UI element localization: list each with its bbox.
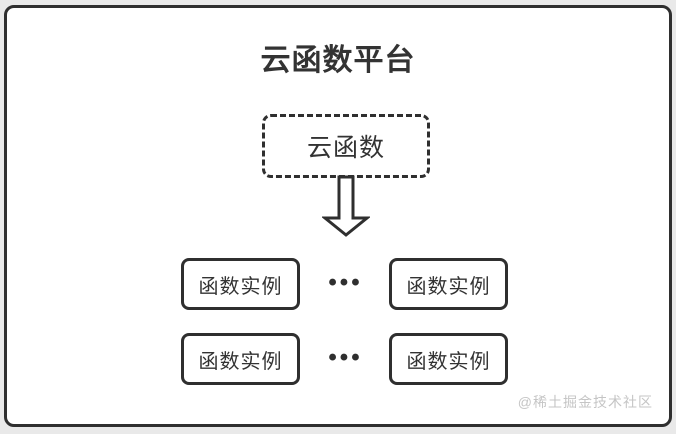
ellipsis-dots: ••• <box>328 269 363 296</box>
function-instance-label: 函数实例 <box>198 350 283 373</box>
function-instance-node: 函数实例 <box>181 333 300 385</box>
function-instance-node: 函数实例 <box>389 333 508 385</box>
function-instance-node: 函数实例 <box>181 258 300 310</box>
cloud-function-node: 云函数 <box>262 114 430 178</box>
diagram-title: 云函数平台 <box>260 44 416 77</box>
function-instance-node: 函数实例 <box>389 258 508 310</box>
ellipsis-dots: ••• <box>328 344 363 371</box>
function-instance-label: 函数实例 <box>198 275 283 298</box>
watermark: @稀土掘金技术社区 <box>517 394 653 410</box>
down-arrow-icon <box>320 175 372 237</box>
function-instance-label: 函数实例 <box>406 350 491 373</box>
cloud-function-label: 云函数 <box>306 134 385 162</box>
diagram-frame: 云函数平台 云函数 函数实例 ••• 函数实例 函数实例 ••• 函数实例 @稀… <box>4 5 672 427</box>
function-instance-label: 函数实例 <box>406 275 491 298</box>
